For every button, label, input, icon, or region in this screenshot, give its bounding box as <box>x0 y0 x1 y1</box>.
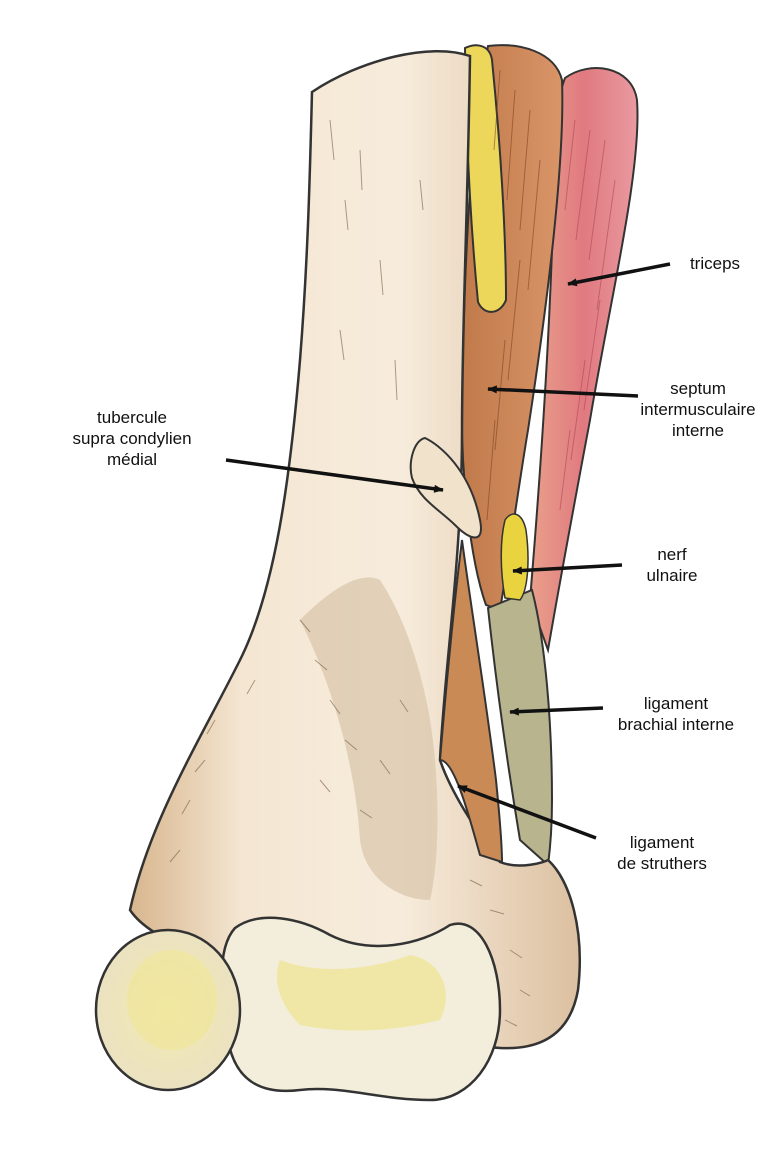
arrow-ligament-brachial <box>509 706 604 716</box>
trochlea-cartilage <box>276 955 446 1031</box>
label-tubercule-supra-condylien: tubercule supra condylien médial <box>72 408 192 469</box>
arrow-triceps <box>567 262 671 287</box>
arrow-nerf <box>512 563 623 575</box>
arrow-tubercule <box>225 458 444 493</box>
humerus-bone <box>128 49 581 1050</box>
arrow-septum <box>487 385 639 398</box>
septum-striations <box>486 69 541 521</box>
label-triceps: triceps <box>689 254 741 273</box>
capitulum-cartilage <box>127 950 217 1050</box>
triceps-striations <box>559 119 616 511</box>
label-ligament-de-struthers: ligament de struthers <box>617 833 707 873</box>
nerf-ulnaire <box>500 513 529 601</box>
upper-yellow-strip <box>463 44 508 313</box>
annotation-arrows <box>225 262 671 840</box>
bone-hatching <box>169 119 531 1027</box>
olecranon-fossa <box>300 577 438 900</box>
label-ligament-brachial-interne: ligament brachial interne <box>617 694 735 734</box>
ligament-de-struthers <box>438 539 504 864</box>
label-septum-intermusculaire: septum intermusculaire interne <box>640 379 756 440</box>
tubercule-supra-condylien <box>409 436 482 539</box>
arrow-ligament-struthers <box>457 784 597 840</box>
label-nerf-ulnaire: nerf ulnaire <box>646 545 698 585</box>
ligament-brachial-interne <box>486 588 554 868</box>
